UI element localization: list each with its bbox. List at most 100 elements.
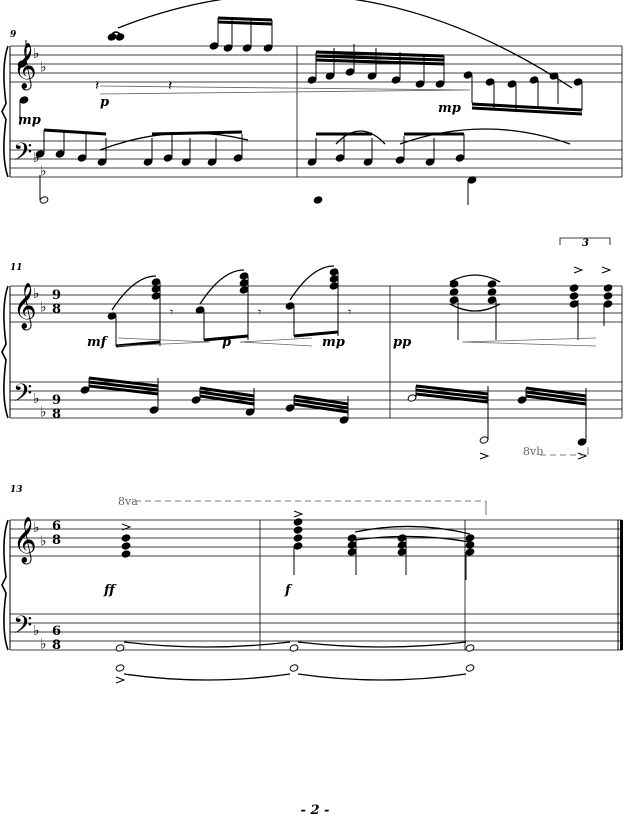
notehead bbox=[465, 644, 475, 652]
notehead bbox=[293, 542, 303, 550]
notehead bbox=[80, 386, 90, 394]
beam bbox=[471, 102, 583, 112]
octave-mark-8vb: 8vb bbox=[523, 445, 543, 458]
flat-icon: ♭ bbox=[40, 300, 47, 316]
beam bbox=[315, 58, 445, 66]
dynamic-p: p bbox=[222, 335, 231, 350]
notehead bbox=[121, 542, 131, 550]
bass-clef: 𝄢 bbox=[13, 138, 32, 173]
dynamic-mp: mp bbox=[322, 335, 345, 350]
notehead bbox=[149, 406, 159, 414]
beam bbox=[203, 334, 249, 342]
dynamic-mp: mp bbox=[18, 113, 41, 128]
brace bbox=[1, 45, 9, 178]
notehead bbox=[517, 396, 527, 404]
eighth-rest: 𝄾 bbox=[258, 305, 261, 319]
beam bbox=[115, 340, 161, 348]
notehead bbox=[329, 275, 339, 283]
slur bbox=[354, 535, 471, 543]
notehead bbox=[329, 268, 339, 276]
notehead bbox=[115, 664, 125, 672]
notehead bbox=[293, 534, 303, 542]
beam bbox=[199, 386, 255, 398]
notehead bbox=[209, 42, 219, 50]
notehead bbox=[463, 71, 473, 79]
notehead bbox=[395, 156, 405, 164]
time-sig-top: 6 bbox=[52, 624, 61, 639]
notehead bbox=[397, 541, 407, 549]
beam bbox=[293, 398, 349, 410]
accent-mark bbox=[577, 452, 588, 460]
page-number: - 2 - bbox=[300, 803, 330, 818]
accent-mark bbox=[601, 266, 612, 274]
dynamic-mp: mp bbox=[438, 101, 461, 116]
quarter-rest: 𝄽 bbox=[95, 78, 99, 94]
notehead bbox=[465, 664, 475, 672]
beam bbox=[199, 390, 255, 402]
notehead bbox=[263, 44, 273, 52]
notehead bbox=[465, 534, 475, 542]
beam bbox=[525, 390, 587, 402]
beam bbox=[415, 384, 489, 396]
notehead bbox=[121, 550, 131, 558]
notehead bbox=[239, 286, 249, 294]
notehead bbox=[407, 394, 417, 402]
time-sig-bottom: 8 bbox=[52, 638, 61, 653]
accent-mark bbox=[573, 266, 584, 274]
notehead bbox=[449, 280, 459, 288]
notehead bbox=[233, 154, 243, 162]
notehead bbox=[347, 541, 357, 549]
beam bbox=[43, 128, 107, 136]
beam bbox=[525, 394, 587, 406]
slur bbox=[111, 275, 157, 311]
notehead bbox=[107, 312, 117, 320]
beam bbox=[293, 394, 349, 406]
notehead bbox=[313, 196, 323, 204]
notehead bbox=[289, 664, 299, 672]
beam bbox=[217, 16, 273, 22]
notehead bbox=[487, 288, 497, 296]
flat-icon: ♭ bbox=[33, 391, 40, 407]
slur bbox=[297, 641, 467, 648]
treble-clef: 𝄞 bbox=[13, 517, 37, 565]
beam bbox=[415, 392, 489, 404]
flat-icon: ♭ bbox=[33, 150, 40, 166]
flat-icon: ♭ bbox=[33, 46, 40, 62]
notehead bbox=[19, 96, 29, 104]
crescendo-hairpin bbox=[461, 337, 597, 347]
brace bbox=[1, 285, 9, 419]
slur bbox=[297, 673, 467, 681]
slur bbox=[199, 269, 245, 305]
slur bbox=[123, 673, 291, 681]
slur bbox=[111, 31, 121, 35]
slur bbox=[335, 130, 386, 145]
flat-icon: ♭ bbox=[33, 520, 40, 536]
beam bbox=[217, 20, 273, 26]
notehead bbox=[549, 72, 559, 80]
notehead bbox=[151, 278, 161, 286]
final-barline-thick bbox=[620, 520, 623, 650]
notehead bbox=[529, 76, 539, 84]
accent-mark bbox=[115, 676, 126, 684]
notehead bbox=[285, 302, 295, 310]
notehead bbox=[347, 534, 357, 542]
beam bbox=[293, 330, 339, 338]
measure-number-13: 13 bbox=[10, 485, 23, 495]
beam bbox=[293, 402, 349, 414]
time-sig-top: 9 bbox=[52, 288, 61, 303]
tuplet-bracket bbox=[559, 237, 611, 245]
notehead bbox=[569, 300, 579, 308]
notehead bbox=[455, 154, 465, 162]
slur bbox=[449, 303, 501, 312]
notehead bbox=[115, 33, 125, 41]
notehead bbox=[293, 518, 303, 526]
bass-clef: 𝄢 bbox=[13, 379, 32, 414]
slur bbox=[123, 641, 291, 648]
flat-icon: ♭ bbox=[40, 60, 47, 76]
accent-mark bbox=[293, 510, 304, 518]
notehead bbox=[507, 80, 517, 88]
beam bbox=[88, 380, 159, 392]
notehead bbox=[345, 68, 355, 76]
notehead bbox=[151, 292, 161, 300]
beam bbox=[415, 388, 489, 400]
